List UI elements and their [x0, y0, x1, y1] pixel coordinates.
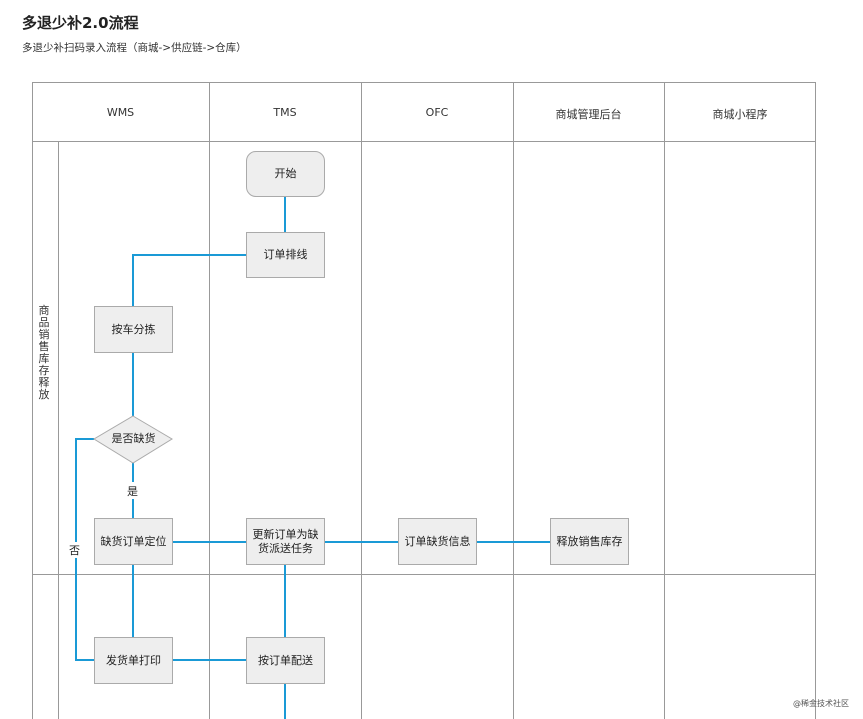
- lane-label: 商品销售库存释放: [38, 304, 50, 401]
- page-title: 多退少补2.0流程: [22, 14, 139, 32]
- shortage-location-node: 缺货订单定位: [94, 518, 173, 565]
- connectors: [75, 197, 550, 719]
- column-header-mall-miniprogram: 商城小程序: [712, 108, 768, 121]
- connector: [132, 254, 246, 306]
- shortage-decision-label: 是否缺货: [111, 432, 156, 445]
- watermark: @稀金技术社区: [793, 699, 849, 708]
- yes-label: 是: [127, 483, 138, 499]
- no-label: 否: [69, 542, 80, 558]
- swimlane-grid: [32, 82, 816, 719]
- column-header-ofc: OFC: [425, 106, 449, 119]
- release-stock-node: 释放销售库存: [550, 518, 629, 565]
- order-shortage-info-node: 订单缺货信息: [398, 518, 477, 565]
- page-subtitle: 多退少补扫码录入流程（商城->供应链->仓库）: [22, 42, 247, 54]
- sort-by-vehicle-node: 按车分拣: [94, 306, 173, 353]
- deliver-by-order-node: 按订单配送: [246, 637, 325, 684]
- column-header-mall-admin: 商城管理后台: [555, 108, 622, 121]
- update-order-node: 更新订单为缺货派送任务: [246, 518, 325, 565]
- column-header-tms: TMS: [273, 106, 297, 119]
- print-delivery-node: 发货单打印: [94, 637, 173, 684]
- column-header-wms: WMS: [106, 106, 135, 119]
- decision-diamond: [93, 415, 173, 464]
- order-routing-node: 订单排线: [246, 232, 325, 278]
- table-border: [32, 82, 816, 719]
- start-node: 开始: [246, 151, 325, 197]
